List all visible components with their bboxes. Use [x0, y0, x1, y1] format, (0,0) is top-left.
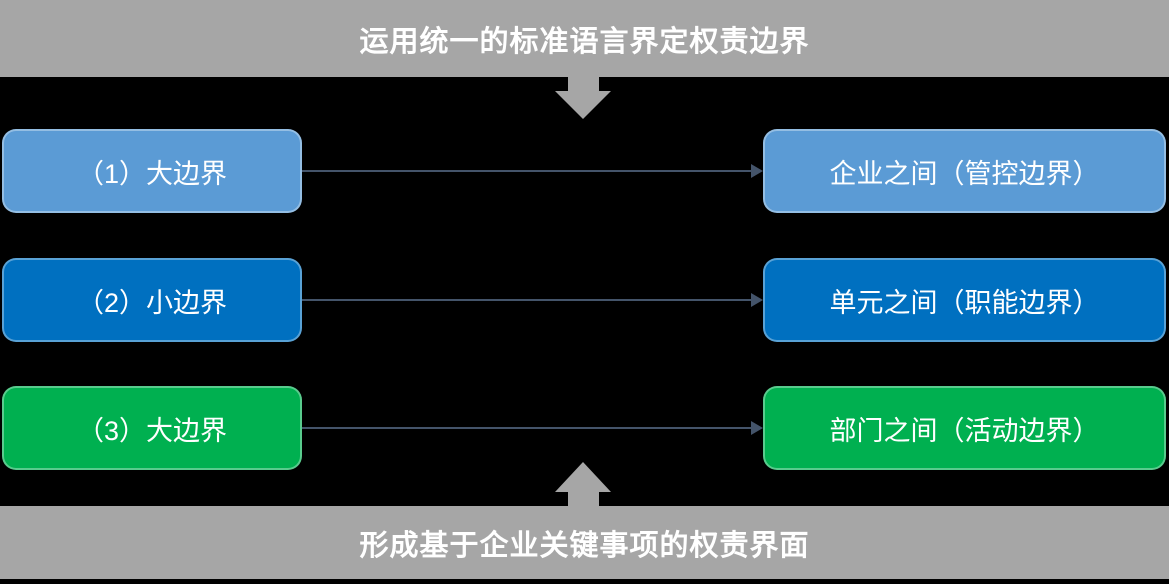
right-box-1: 企业之间（管控边界）: [763, 129, 1166, 213]
connector-arrow-2: [302, 299, 751, 301]
left-box-1: （1）大边界: [2, 129, 302, 213]
up-arrow-icon: [568, 490, 599, 506]
right-box-1-label: 企业之间（管控边界）: [829, 158, 1100, 189]
right-box-3-label: 部门之间（活动边界）: [829, 415, 1100, 446]
top-banner-title: 运用统一的标准语言界定权责边界: [359, 25, 810, 58]
bottom-banner: 形成基于企业关键事项的权责界面: [0, 506, 1169, 579]
right-box-3: 部门之间（活动边界）: [763, 386, 1166, 470]
left-box-2-label: （2）小边界: [76, 287, 228, 318]
up-arrow-icon: [555, 462, 611, 492]
connector-arrow-3: [302, 427, 751, 429]
top-banner: 运用统一的标准语言界定权责边界: [0, 0, 1169, 77]
right-box-2-label: 单元之间（职能边界）: [829, 287, 1100, 318]
left-box-1-label: （1）大边界: [76, 158, 228, 189]
down-arrow-icon: [555, 91, 611, 119]
connector-arrowhead-icon: [751, 421, 763, 435]
down-arrow-icon: [568, 76, 599, 91]
connector-arrowhead-icon: [751, 164, 763, 178]
connector-arrowhead-icon: [751, 293, 763, 307]
left-box-3: （3）大边界: [2, 386, 302, 470]
left-box-2: （2）小边界: [2, 258, 302, 342]
connector-arrow-1: [302, 170, 751, 172]
bottom-banner-title: 形成基于企业关键事项的权责界面: [359, 529, 810, 562]
right-box-2: 单元之间（职能边界）: [763, 258, 1166, 342]
left-box-3-label: （3）大边界: [76, 415, 228, 446]
